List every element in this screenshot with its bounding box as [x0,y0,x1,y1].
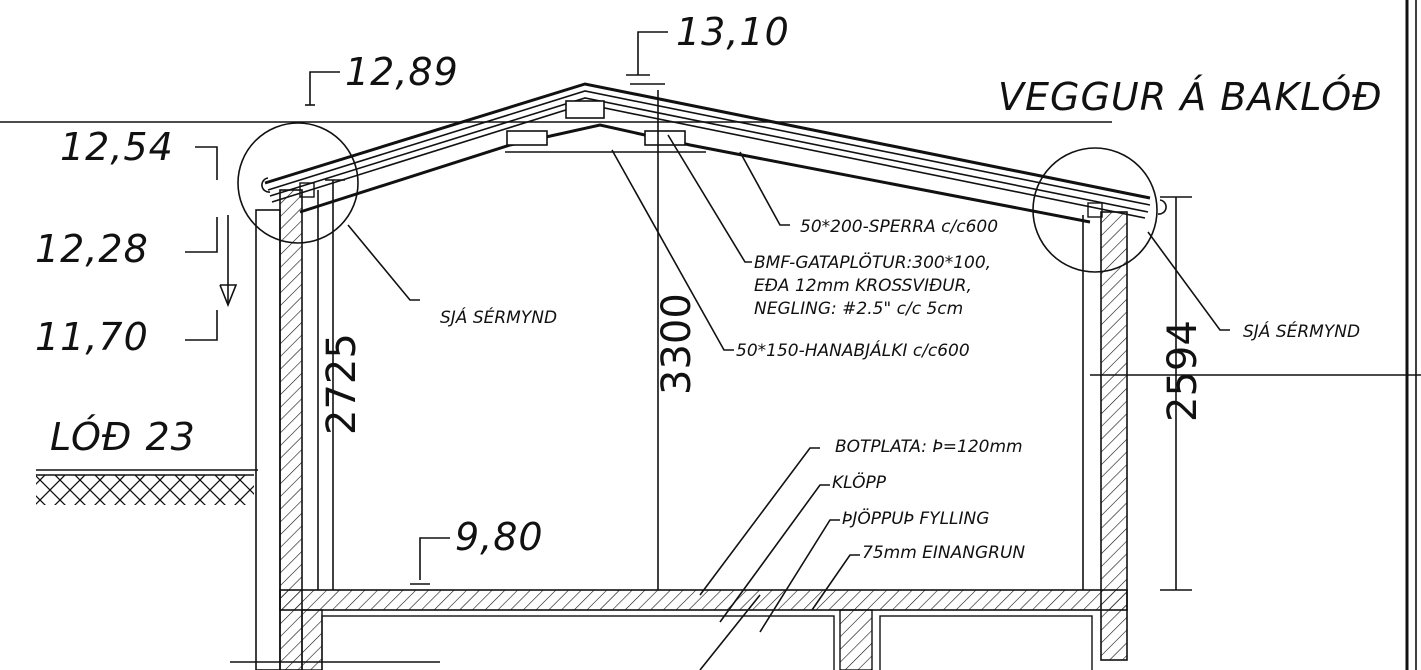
label-fill: ÞJÖPPUÞ FYLLING [842,507,989,529]
detail-circle-left [237,122,359,244]
elevation-top-wall: 12,54 [60,125,174,169]
height-right-wall: 2594 [1160,320,1206,422]
height-left-wall: 2725 [319,333,365,435]
sheet-border [1405,0,1417,670]
floor-slab [230,589,1128,670]
label-insulation: 75mm EINANGRUN [862,543,1025,563]
leader-lines [347,134,1230,670]
label-slab: BOTPLATA: Þ=120mm [835,437,1023,457]
label-detail-right: SJÁ SÉRMYND [1243,320,1360,342]
label-collar: 50*150-HANABJÁLKI c/c600 [736,339,970,361]
label-detail-left: SJÁ SÉRMYND [440,306,557,328]
title-wall-rear: VEGGUR Á BAKLÓÐ [998,75,1383,119]
label-rock: KLÖPP [832,471,887,493]
label-plate-2: EÐA 12mm KROSSVIÐUR, [754,276,972,296]
elevation-ground: 11,70 [35,315,149,359]
detail-circle-right [1032,147,1158,273]
elevation-mid: 12,28 [35,227,149,271]
elevation-floor: 9,80 [455,515,544,559]
label-plate-3: NEGLING: #2.5" c/c 5cm [754,299,963,319]
height-center: 3300 [654,293,700,395]
reference-lines [0,121,1421,376]
left-wall [255,189,319,670]
ground-soil [36,469,258,505]
dimension-lines [185,31,1192,591]
title-plot: LÓÐ 23 [50,415,196,459]
label-plate-1: BMF-GATAPLÖTUR:300*100, [754,251,991,273]
elevation-eave-left: 12,89 [345,50,459,94]
elevation-ridge: 13,10 [676,10,790,54]
label-rafter: 50*200-SPERRA c/c600 [800,217,998,237]
roof [261,82,1167,224]
